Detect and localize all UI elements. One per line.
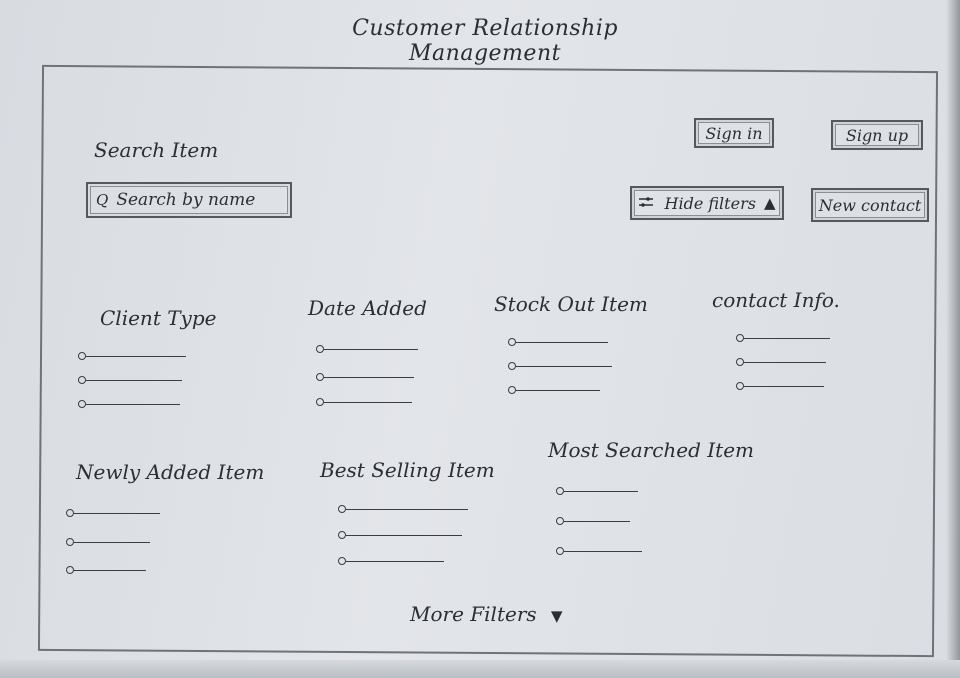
- filter-option[interactable]: [736, 350, 840, 374]
- more-filters-button[interactable]: More Filters ▼: [410, 602, 563, 626]
- filter-option[interactable]: [316, 364, 427, 390]
- radio-icon: [338, 531, 346, 539]
- filter-heading: Client Type: [100, 306, 217, 330]
- filter-heading: Stock Out Item: [494, 292, 648, 316]
- filter-option[interactable]: [556, 536, 754, 566]
- filter-sliders-icon: [638, 194, 653, 213]
- page-title: Customer Relationship Management: [352, 16, 618, 66]
- filter-option[interactable]: [338, 496, 495, 522]
- filter-heading: Most Searched Item: [548, 438, 755, 462]
- filter-heading: Best Selling Item: [320, 458, 495, 482]
- filter-group-stock-out-item: Stock Out Item: [494, 292, 648, 402]
- radio-icon: [316, 373, 324, 381]
- radio-icon: [316, 345, 324, 353]
- filter-group-most-searched-item: Most Searched Item: [548, 438, 754, 566]
- filter-option[interactable]: [78, 392, 216, 416]
- radio-icon: [338, 505, 346, 513]
- chevron-up-icon: ▲: [763, 194, 776, 212]
- search-placeholder: Search by name: [116, 190, 256, 210]
- filter-group-contact-info: contact Info.: [712, 288, 840, 398]
- filter-option[interactable]: [316, 390, 427, 414]
- radio-icon: [338, 557, 346, 565]
- filter-option[interactable]: [66, 528, 264, 556]
- sign-in-button[interactable]: Sign in: [694, 118, 774, 148]
- filter-option[interactable]: [338, 522, 495, 548]
- radio-icon: [66, 538, 74, 546]
- radio-icon: [556, 517, 564, 525]
- radio-icon: [78, 376, 86, 384]
- radio-icon: [78, 352, 86, 360]
- radio-icon: [66, 566, 74, 574]
- radio-icon: [556, 487, 564, 495]
- filter-option[interactable]: [508, 354, 648, 378]
- radio-icon: [556, 547, 564, 555]
- radio-icon: [508, 338, 516, 346]
- sign-up-button[interactable]: Sign up: [831, 120, 923, 150]
- search-icon: Q: [96, 191, 109, 209]
- radio-icon: [508, 362, 516, 370]
- more-filters-label: More Filters: [410, 602, 537, 626]
- filter-group-client-type: Client Type: [78, 306, 217, 416]
- filter-option[interactable]: [556, 506, 754, 536]
- filter-option[interactable]: [736, 374, 840, 398]
- search-label: Search Item: [94, 138, 219, 162]
- radio-icon: [508, 386, 516, 394]
- search-input[interactable]: Q Search by name: [86, 182, 292, 218]
- radio-icon: [78, 400, 86, 408]
- filter-group-date-added: Date Added: [308, 296, 427, 414]
- hide-filters-label: Hide filters: [664, 193, 756, 213]
- filter-heading: contact Info.: [712, 288, 840, 312]
- filter-heading: Newly Added Item: [76, 460, 265, 484]
- radio-icon: [736, 334, 744, 342]
- filter-group-best-selling-item: Best Selling Item: [320, 458, 495, 574]
- chevron-down-icon: ▼: [551, 607, 563, 625]
- radio-icon: [66, 509, 74, 517]
- filter-option[interactable]: [66, 498, 264, 528]
- filter-option[interactable]: [78, 368, 216, 392]
- filter-option[interactable]: [338, 548, 495, 574]
- filter-option[interactable]: [66, 556, 264, 584]
- radio-icon: [736, 358, 744, 366]
- filter-heading: Date Added: [308, 296, 427, 320]
- filter-option[interactable]: [316, 334, 427, 364]
- paper-bottom-edge: [0, 660, 960, 678]
- hide-filters-button[interactable]: Hide filters ▲: [630, 186, 784, 220]
- radio-icon: [736, 382, 744, 390]
- paper-edge-shadow: [946, 0, 960, 678]
- filter-option[interactable]: [78, 344, 216, 368]
- filter-group-newly-added-item: Newly Added Item: [66, 460, 265, 584]
- filter-option[interactable]: [736, 326, 840, 350]
- filter-option[interactable]: [556, 476, 754, 506]
- filter-option[interactable]: [508, 378, 648, 402]
- radio-icon: [316, 398, 324, 406]
- filter-option[interactable]: [508, 330, 648, 354]
- new-contact-button[interactable]: New contact: [811, 188, 929, 222]
